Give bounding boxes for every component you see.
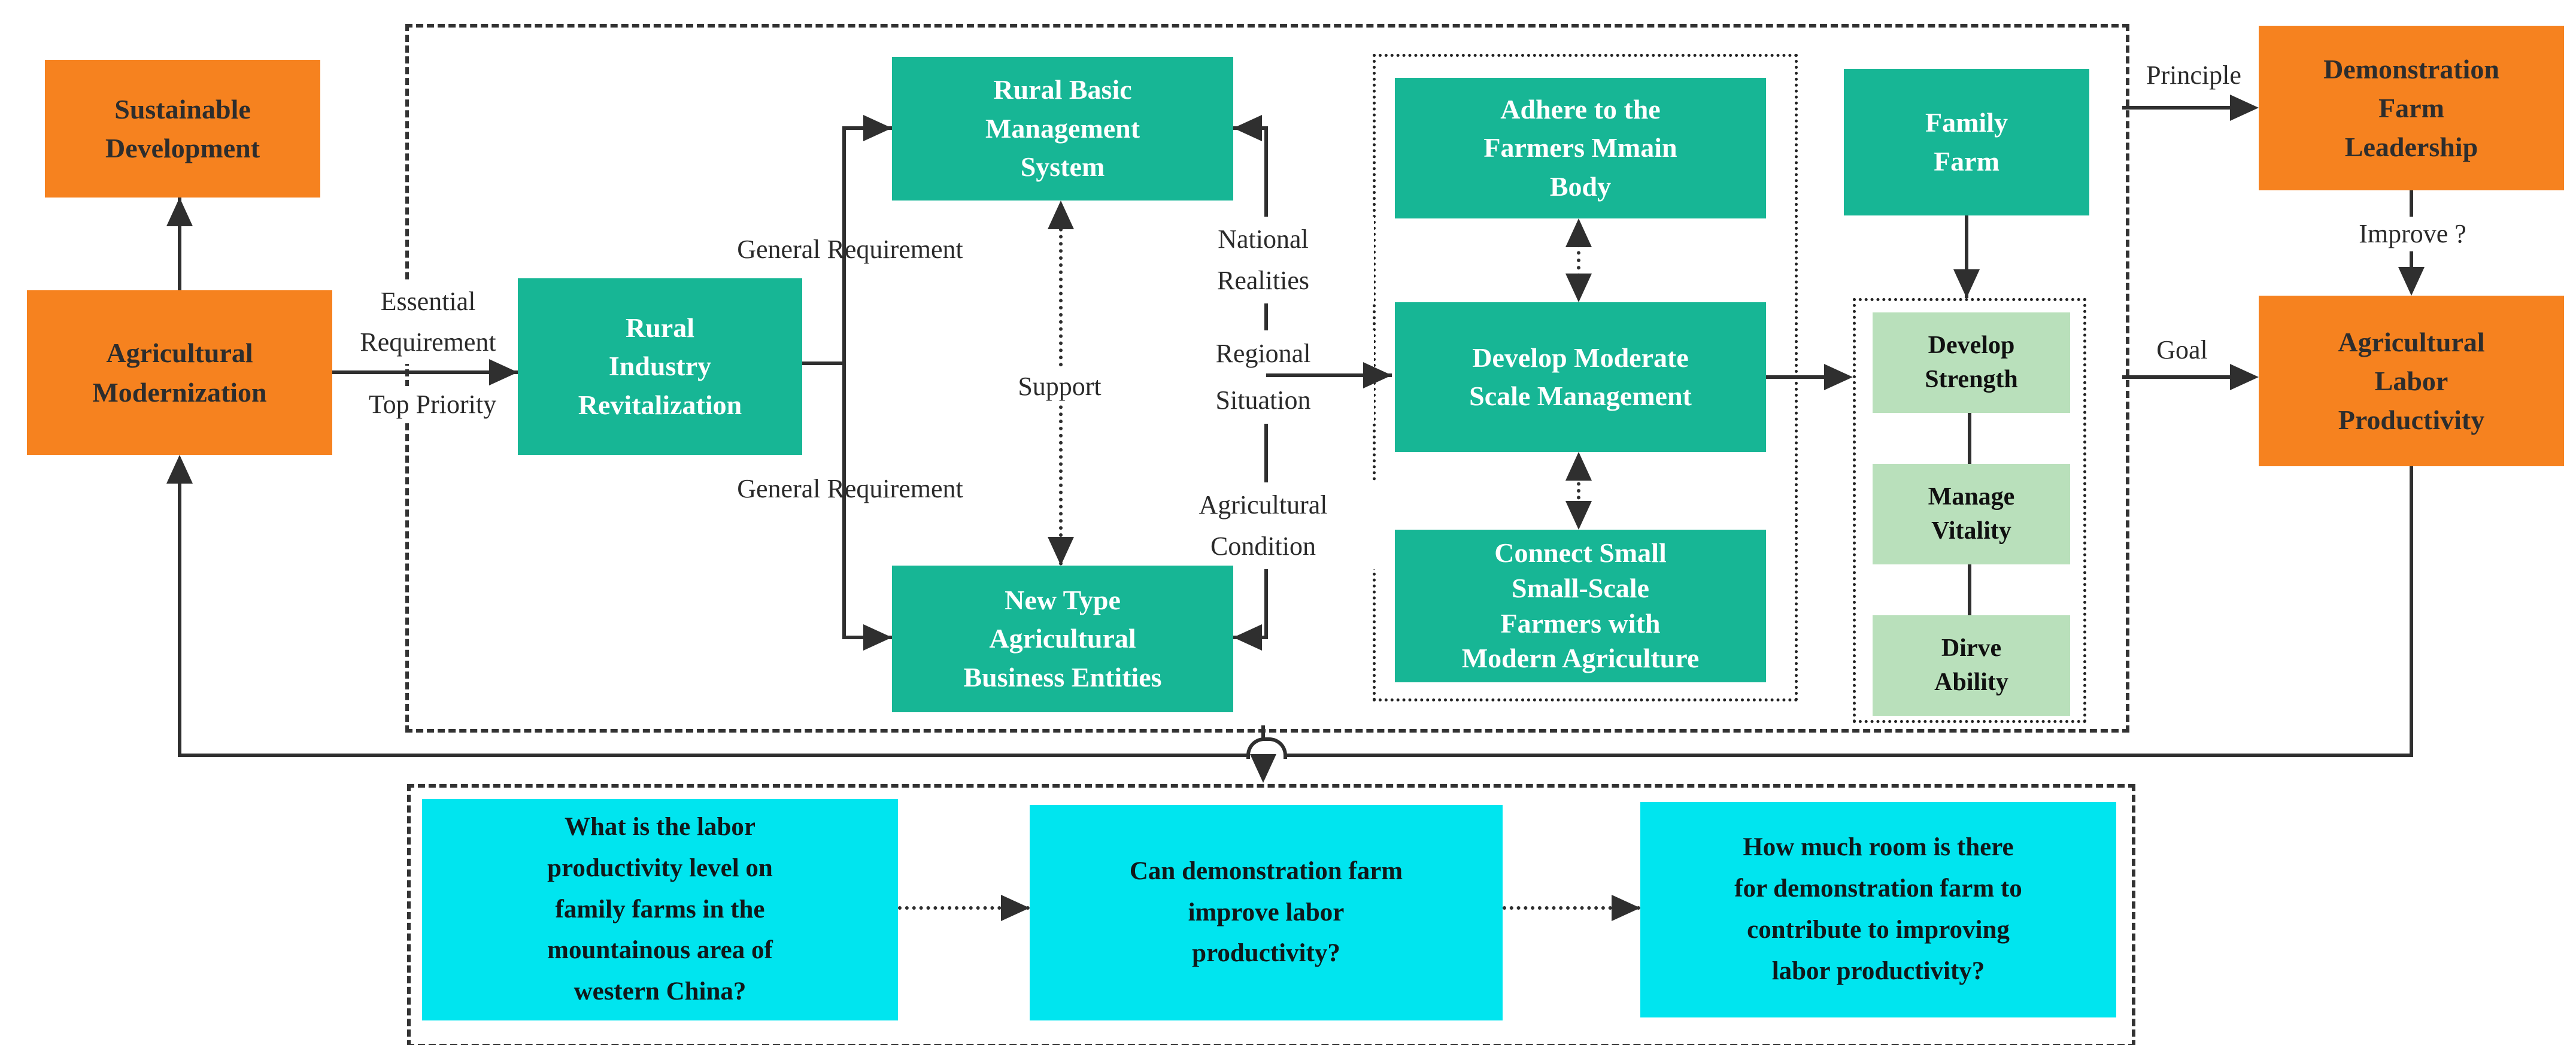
abilities-dotted-container	[1853, 298, 2086, 723]
arrowhead-into-questions	[1250, 754, 1276, 783]
arrowhead-feedback-into-am	[166, 455, 193, 484]
line-rir-stub	[802, 362, 844, 365]
arrowhead-support-down	[1048, 537, 1074, 566]
line-q2-q3-dotted	[1503, 906, 1640, 910]
arrowhead-q2-q3	[1612, 895, 1640, 921]
label-support: Support	[976, 368, 1143, 405]
arrowhead-into-sd	[166, 198, 193, 226]
box-new-type-agricultural-business-entities: New Type Agricultural Business Entities	[892, 566, 1233, 712]
line-framework-to-questions	[1261, 725, 1265, 743]
box-develop-moderate-scale-management: Develop Moderate Scale Management	[1395, 302, 1766, 452]
arrowhead-dmsm-to-abilities	[1824, 364, 1853, 390]
box-rural-basic-management-system: Rural Basic Management System	[892, 57, 1233, 201]
arrowhead-familyfarm-down	[1953, 269, 1980, 298]
arrowhead-into-ntabe-right	[1233, 624, 1262, 651]
box-question-2: Can demonstration farm improve labor pro…	[1030, 805, 1503, 1020]
line-feedback-right-vertical	[2410, 466, 2413, 757]
box-rural-industry-revitalization: Rural Industry Revitalization	[518, 278, 802, 455]
line-adhere-dmsm-dotted	[1577, 221, 1580, 299]
line-q1-q2-dotted	[898, 906, 1030, 910]
box-dirve-ability: Dirve Ability	[1873, 615, 2070, 716]
arrowhead-into-rbms-left	[863, 115, 892, 141]
box-sustainable-development: Sustainable Development	[45, 60, 320, 198]
label-essential-requirement: Essential Requirement	[323, 280, 533, 364]
line-dmsm-connect-dotted	[1577, 455, 1580, 527]
arrowhead-into-rbms-right	[1233, 115, 1262, 141]
line-am-to-rir	[332, 370, 518, 374]
arrowhead-principle	[2230, 95, 2259, 121]
box-agricultural-labor-productivity: Agricultural Labor Productivity	[2259, 296, 2564, 466]
box-question-1: What is the labor productivity level on …	[422, 799, 898, 1020]
arrowhead-improve	[2398, 267, 2425, 296]
box-question-3: How much room is there for demonstration…	[1640, 802, 2116, 1017]
arrowhead-into-ntabe-left	[863, 624, 892, 651]
box-agricultural-modernization: Agricultural Modernization	[27, 290, 332, 455]
box-adhere-farmers-main-body: Adhere to the Farmers Mmain Body	[1395, 78, 1766, 218]
line-am-to-sd	[178, 198, 181, 290]
line-familyfarm-down	[1965, 215, 1968, 298]
arrowhead-goal	[2230, 364, 2259, 390]
line-principle	[2122, 106, 2233, 110]
line-dmsm-to-abilities	[1766, 375, 1826, 379]
box-manage-vitality: Manage Vitality	[1873, 464, 2070, 564]
label-general-requirement-bottom: General Requirement	[737, 473, 963, 503]
line-rir-branch-vertical	[842, 126, 846, 639]
arrowhead-dmsm-connect-down	[1565, 501, 1592, 530]
arrowhead-adhere-dmsm-down	[1565, 274, 1592, 302]
box-demonstration-farm-leadership: Demonstration Farm Leadership	[2259, 26, 2564, 190]
arrowhead-into-rir	[489, 359, 518, 385]
label-national-realities: National Realities	[1152, 217, 1374, 303]
label-goal: Goal	[2156, 335, 2208, 364]
arrowhead-into-dmsm	[1363, 362, 1392, 388]
line-vitality-ability	[1968, 564, 1971, 615]
line-goal	[2122, 375, 2233, 379]
arrowhead-support-up	[1048, 201, 1074, 229]
box-develop-strength: Develop Strength	[1873, 312, 2070, 413]
label-general-requirement-top: General Requirement	[737, 234, 963, 264]
label-top-priority: Top Priority	[326, 386, 539, 423]
line-feedback-left-vertical	[178, 482, 181, 754]
label-regional-situation: Regional Situation	[1152, 330, 1374, 424]
arrowhead-q1-q2	[1001, 895, 1030, 921]
line-feedback-horizontal	[178, 754, 2413, 757]
label-principle: Principle	[2146, 60, 2241, 90]
arrowhead-dmsm-connect-up	[1565, 452, 1592, 481]
label-improve: Improve ?	[2329, 217, 2496, 251]
line-bracket-to-dmsm	[1266, 373, 1392, 377]
box-family-farm: Family Farm	[1844, 69, 2089, 215]
line-strength-vitality	[1968, 413, 1971, 464]
arrowhead-adhere-dmsm-up	[1565, 218, 1592, 247]
label-agricultural-condition: Agricultural Condition	[1140, 482, 1386, 569]
research-questions-dashed-container	[407, 784, 2135, 1045]
box-connect-small-scale-farmers: Connect Small Small-Scale Farmers with M…	[1395, 530, 1766, 682]
